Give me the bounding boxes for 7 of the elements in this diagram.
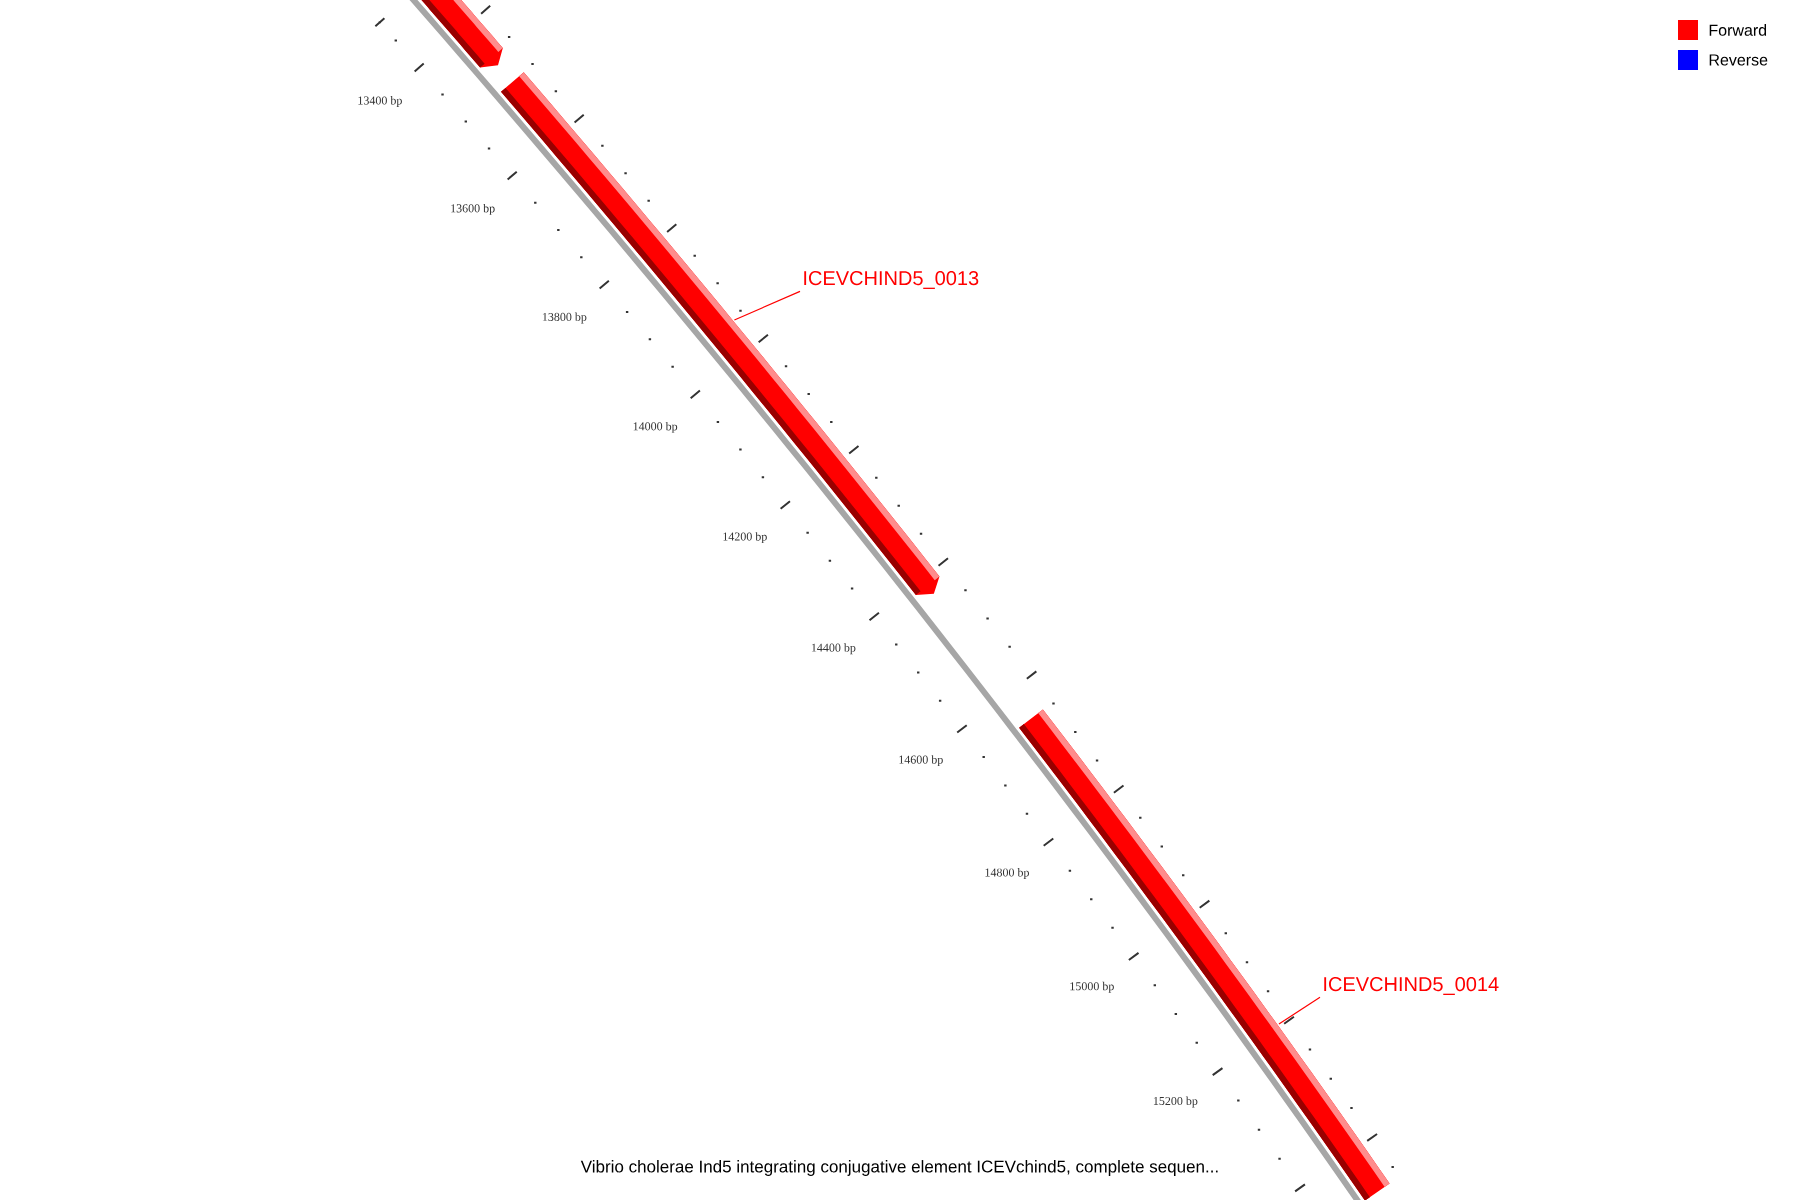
leader-line xyxy=(733,290,801,321)
legend-label: Forward xyxy=(1709,24,1767,36)
gene-label: ICEVCHIND5_0014 xyxy=(1324,977,1499,995)
caption: Vibrio cholerae Ind5 integrating conjugative element ICEVchind5, complete sequen... xyxy=(580,1160,1218,1176)
leader-line xyxy=(1278,996,1321,1025)
legend-label: Reverse xyxy=(1709,54,1768,66)
gene-label: ICEVCHIND5_0013 xyxy=(804,271,979,289)
